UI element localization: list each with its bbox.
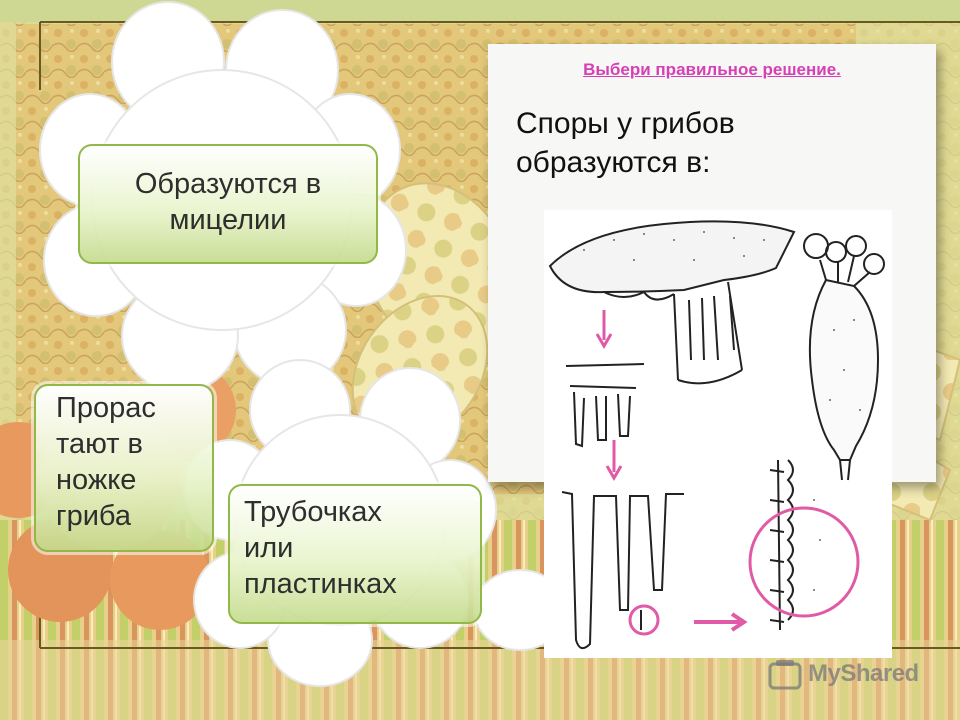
answer-stem-line-1: Прорас (56, 392, 156, 424)
answer-mycelium-line-1: Образуются в (134, 168, 322, 200)
answer-stem-line-3: ножке (56, 464, 137, 496)
question-line-1: Споры у грибов (516, 107, 735, 140)
answer-mycelium-line-2: мицелии (169, 204, 287, 236)
answer-option-mycelium[interactable]: Образуются в мицелии (78, 144, 378, 264)
watermark-logo-icon (768, 660, 802, 690)
answer-stem-line-4: гриба (56, 500, 131, 532)
answer-option-stem[interactable]: Прорас тают в ножке гриба (34, 384, 214, 552)
answer-tubes-line-1: Трубочках (244, 496, 382, 528)
question-line-2: образуются в: (516, 146, 711, 179)
instruction-text: Выбери правильное решение. (583, 60, 841, 79)
watermark-text: MyShared (808, 660, 919, 687)
question-text: Споры у грибов образуются в: (516, 104, 916, 182)
mushroom-drawing (548, 220, 885, 650)
answer-option-tubes[interactable]: Трубочках или пластинках (228, 484, 482, 624)
mushroom-illustration (544, 210, 892, 658)
answer-tubes-line-2: или (244, 532, 294, 564)
answer-stem-line-2: тают в (56, 428, 143, 460)
answer-tubes-line-3: пластинках (244, 568, 397, 600)
